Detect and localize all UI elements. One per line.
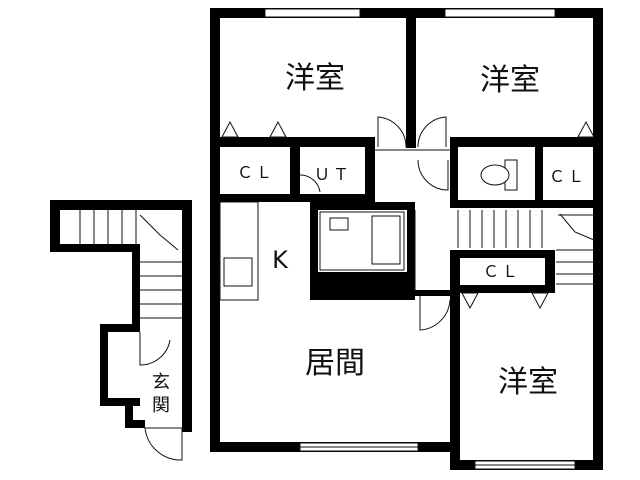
closet-label: ＣＬ <box>549 167 587 186</box>
interior-walls <box>210 8 603 453</box>
closet-label: ＣＬ <box>237 163 275 182</box>
closet-markers <box>221 120 595 310</box>
western-room-label: 洋室 <box>498 365 558 400</box>
toilet <box>480 159 518 191</box>
entrance-label: 関 <box>152 395 170 416</box>
main-staircase <box>457 210 595 285</box>
entrance-stairs <box>79 210 183 461</box>
closet-label: ＣＬ <box>483 262 521 281</box>
windows <box>264 8 576 470</box>
western-room-label: 洋室 <box>480 63 540 98</box>
living-room-label: 居間 <box>305 346 365 381</box>
door-swings <box>299 116 451 331</box>
utility-label: ＵＴ <box>314 165 352 184</box>
entrance-label: 玄 <box>152 372 170 393</box>
western-room-label: 洋室 <box>285 61 345 96</box>
thin-lines <box>219 149 595 301</box>
entrance-walls <box>50 200 192 432</box>
kitchen-label: K <box>272 246 289 274</box>
